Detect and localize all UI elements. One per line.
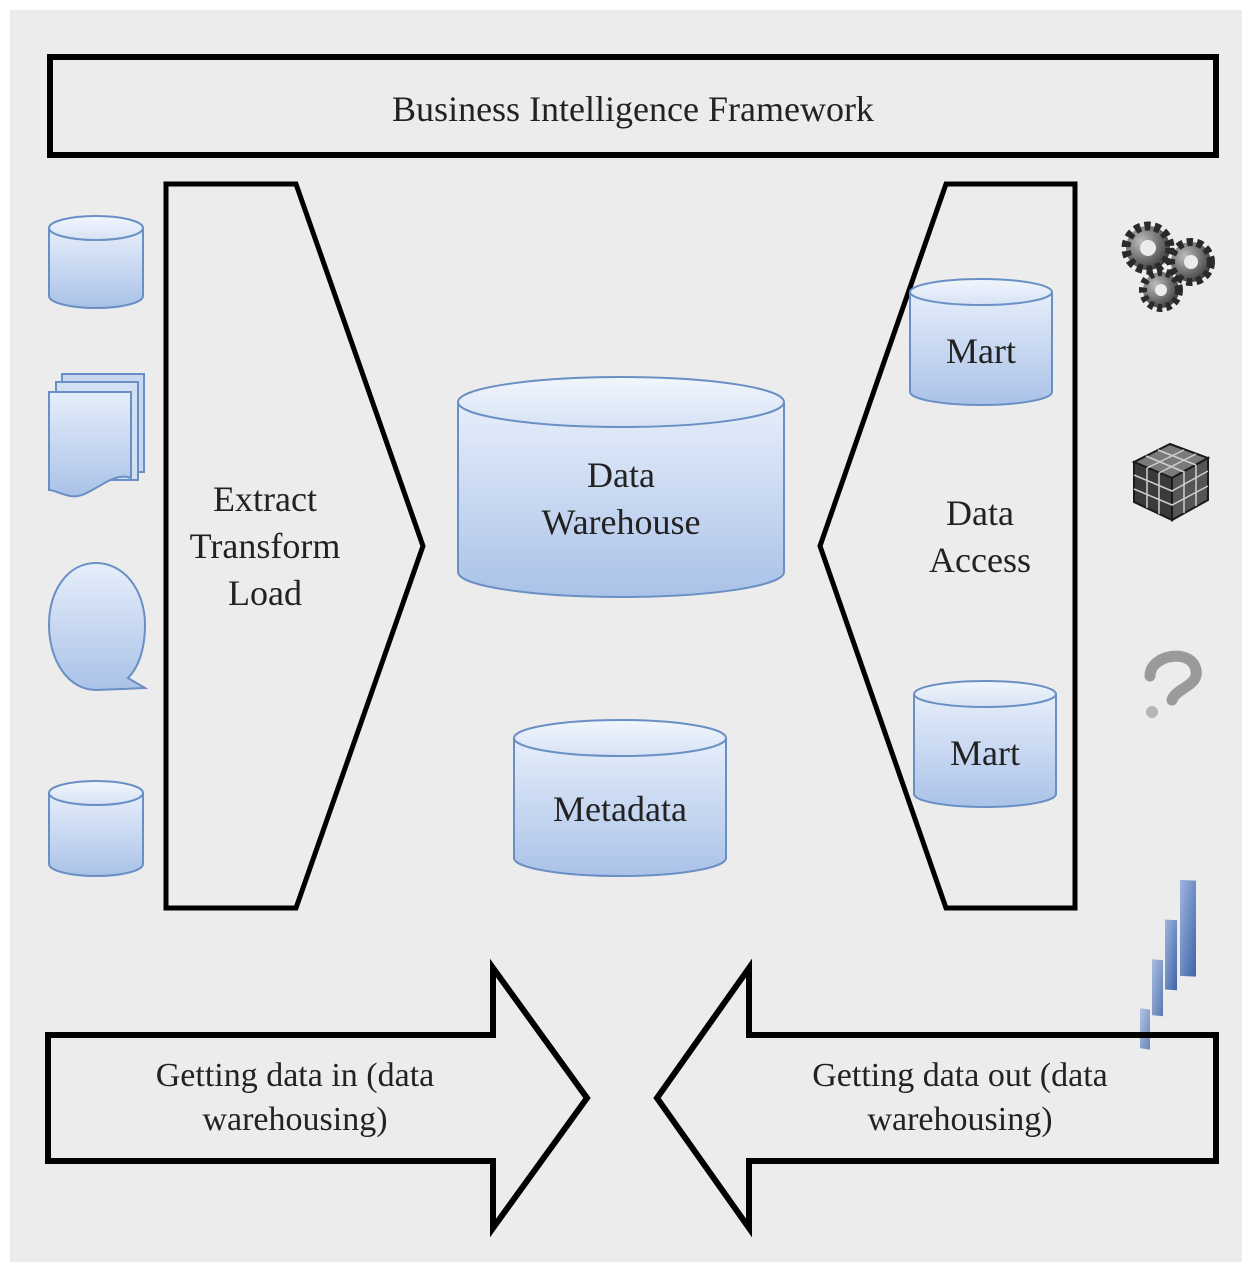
diagram-background bbox=[10, 10, 1242, 1262]
diagram-title: Business Intelligence Framework bbox=[392, 89, 874, 129]
data-access-label: Data Access bbox=[900, 490, 1060, 584]
documents-icon bbox=[48, 373, 145, 498]
data-in-arrow-label: Getting data in (data warehousing) bbox=[155, 1057, 435, 1139]
data-out-arrow-label: Getting data out (data warehousing) bbox=[812, 1057, 1108, 1139]
data-access-label-line: Data bbox=[946, 493, 1014, 533]
data-warehouse-cylinder bbox=[457, 376, 785, 598]
chat-bubble-icon bbox=[47, 561, 149, 692]
metadata-label: Metadata bbox=[553, 789, 687, 829]
data-warehouse-label-line: Data bbox=[587, 455, 655, 495]
etl-label: Extract Transform Load bbox=[165, 476, 365, 616]
title-frame bbox=[47, 54, 1219, 158]
mart-label: Mart bbox=[946, 331, 1016, 371]
gears-icon bbox=[1121, 221, 1215, 312]
metadata-cylinder bbox=[513, 719, 727, 877]
database-icon bbox=[48, 780, 144, 877]
bar-chart-icon bbox=[1140, 879, 1196, 1050]
data-access-label-line: Access bbox=[929, 539, 1031, 580]
question-mark-icon bbox=[1144, 650, 1202, 718]
etl-chevron bbox=[163, 181, 426, 911]
data-out-arrow bbox=[653, 958, 1219, 1238]
data-in-arrow bbox=[45, 958, 591, 1238]
mart-label: Mart bbox=[950, 733, 1020, 773]
etl-label-line: Transform bbox=[189, 525, 341, 566]
etl-label-line: Extract bbox=[213, 479, 317, 519]
data-warehouse-label: Data Warehouse bbox=[460, 452, 782, 546]
etl-label-line: Load bbox=[228, 572, 302, 613]
data-warehouse-label-line: Warehouse bbox=[541, 501, 701, 542]
database-icon bbox=[48, 215, 144, 309]
data-access-chevron bbox=[817, 181, 1078, 911]
mart-cylinder-bottom bbox=[913, 680, 1057, 808]
mart-cylinder-top bbox=[909, 278, 1053, 406]
olap-cube-icon bbox=[1131, 442, 1211, 522]
